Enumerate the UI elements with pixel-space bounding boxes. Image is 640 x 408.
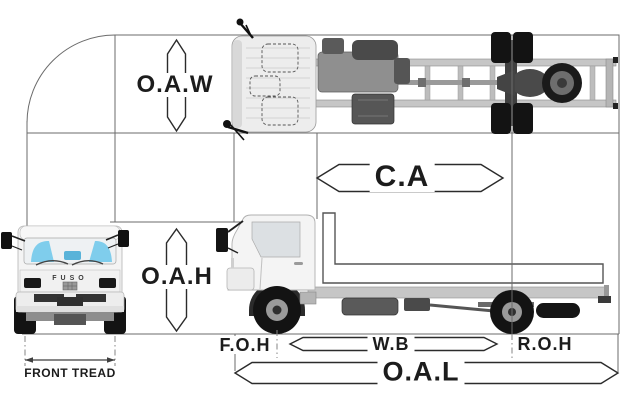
body-outline	[322, 212, 604, 284]
tail-lamp	[598, 296, 611, 303]
cab-step	[299, 291, 317, 305]
label-oaw: O.A.W	[131, 73, 219, 97]
top-view-mirrors	[223, 18, 254, 141]
wiper-right	[71, 260, 104, 266]
brand-text: FUSO	[52, 275, 87, 282]
label-front-tread: FRONT TREAD	[19, 367, 121, 379]
label-ca: C.A	[369, 162, 435, 192]
front-view-truck: FUSO	[1, 225, 129, 334]
oal-arrow	[233, 361, 620, 385]
headlight-right	[99, 278, 116, 288]
border-top-right	[26, 34, 620, 334]
side-window	[251, 221, 301, 258]
dimension-arrows	[25, 38, 620, 385]
wb-arrow	[288, 336, 499, 352]
door-handle	[294, 262, 303, 265]
top-view-truck	[223, 18, 618, 141]
label-wb: W.B	[367, 335, 415, 353]
mirror-left	[1, 232, 12, 249]
spare-tire	[536, 303, 580, 318]
fuel-tank	[341, 297, 399, 316]
mirror-right	[118, 230, 129, 247]
reference-lines	[24, 35, 619, 372]
oaw-arrow	[166, 38, 187, 133]
oah-arrow	[165, 227, 188, 333]
label-oah: O.A.H	[136, 265, 218, 289]
headlight-left	[24, 278, 41, 288]
wiper-left	[35, 260, 69, 266]
label-foh: F.O.H	[214, 336, 276, 354]
ca-arrow	[315, 163, 505, 193]
label-roh: R.O.H	[512, 335, 578, 353]
label-oal: O.A.L	[377, 358, 465, 386]
side-mirror	[216, 228, 228, 252]
side-view-truck	[216, 214, 611, 334]
